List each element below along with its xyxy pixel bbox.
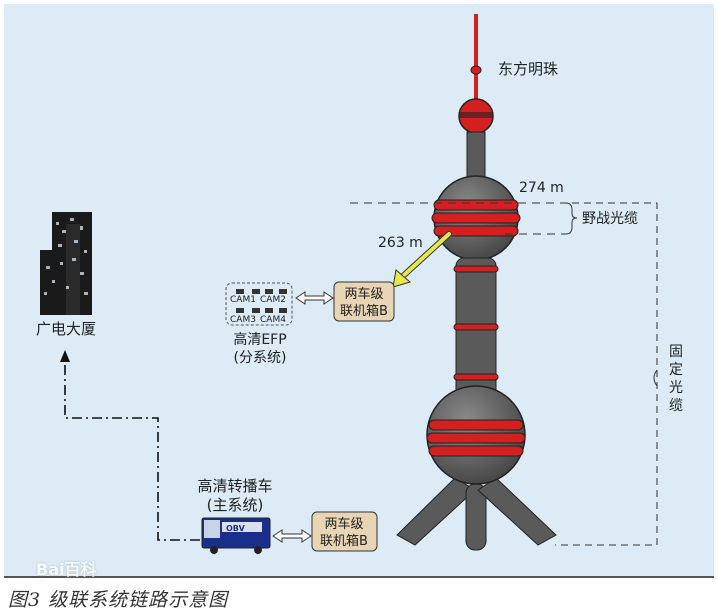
upper-shaft xyxy=(466,131,486,183)
ob-van-subtitle: (主系统) xyxy=(207,496,264,514)
yellow-link-arrow xyxy=(392,231,452,288)
camera-icons xyxy=(236,289,287,313)
building-label: 广电大厦 xyxy=(36,320,96,338)
ob-van-title: 高清转播车 xyxy=(197,477,272,495)
tower-leg-right xyxy=(477,477,557,546)
cascade-box-upper xyxy=(333,281,395,322)
upper-sphere-band-1 xyxy=(433,199,519,211)
tower-label: 东方明珠 xyxy=(498,60,558,78)
field-cable-brace xyxy=(565,202,578,235)
fixed-cable-char-4: 缆 xyxy=(669,398,683,414)
field-cable-label: 野战光缆 xyxy=(582,211,638,227)
shaft-ring-2 xyxy=(453,323,499,331)
ob-van-icon xyxy=(201,517,271,554)
fixed-cable-line xyxy=(555,202,658,546)
cascade-box-upper-line2: 联机箱B xyxy=(340,303,388,319)
cam3-label: CAM3 xyxy=(230,315,256,325)
cascade-box-lower-line1: 两车级 xyxy=(324,516,363,532)
efp-title: 高清EFP xyxy=(233,331,286,348)
fixed-cable-brace xyxy=(653,369,658,387)
cam4-label: CAM4 xyxy=(260,315,286,325)
cascade-box-upper-line1: 两车级 xyxy=(344,286,383,302)
fixed-cable-char-3: 光 xyxy=(669,380,683,396)
efp-subtitle: (分系统) xyxy=(234,350,287,366)
figure-caption: 图3 级联系统链路示意图 xyxy=(8,589,229,611)
height-274-label: 274 m xyxy=(519,180,564,196)
efp-camera-group xyxy=(225,282,293,326)
shaft-ring-1 xyxy=(453,265,499,273)
cascade-box-lower xyxy=(311,511,378,552)
height-263-label: 263 m xyxy=(378,235,423,251)
fixed-cable-char-1: 固 xyxy=(669,344,683,360)
fixed-cable-label: 固 定 光 缆 xyxy=(669,344,683,414)
upper-sphere-band-3 xyxy=(433,225,519,237)
lower-sphere-band-3 xyxy=(428,445,524,457)
tower-illustration xyxy=(396,14,557,551)
baidu-watermark: Bai百科 xyxy=(36,560,97,579)
lower-sphere-band-2 xyxy=(426,432,526,444)
efp-box-double-arrow xyxy=(295,291,334,305)
cascade-box-lower-line2: 联机箱B xyxy=(320,533,368,549)
broadcast-building-icon xyxy=(40,212,92,315)
building-link-arrowhead xyxy=(60,350,70,362)
tower-antenna xyxy=(474,14,478,104)
building-link-line xyxy=(64,360,200,541)
tower-leg-left xyxy=(396,477,476,546)
fixed-cable-char-2: 定 xyxy=(669,362,683,378)
lower-sphere-band-1 xyxy=(428,419,524,431)
antenna-bead xyxy=(470,65,482,75)
ob-van-text: OBV xyxy=(226,524,246,533)
shaft-ring-3 xyxy=(453,373,499,381)
top-sphere-band xyxy=(460,112,492,118)
upper-sphere-band-2 xyxy=(431,212,521,224)
cam1-label: CAM1 xyxy=(230,295,256,305)
cam2-label: CAM2 xyxy=(260,295,286,305)
van-box-double-arrow xyxy=(272,529,312,543)
